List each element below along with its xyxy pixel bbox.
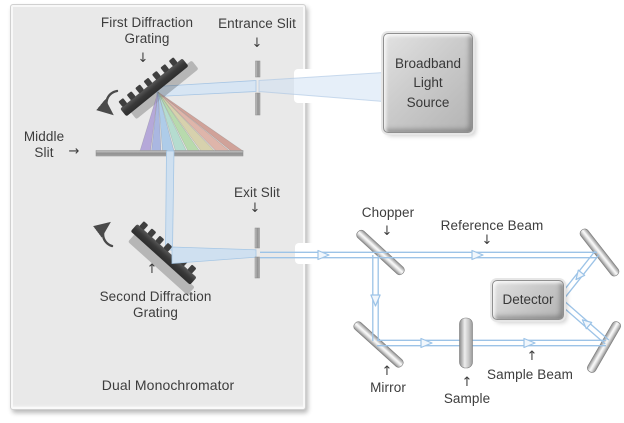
reference-beam-pointer-icon: ↓ [481,233,493,248]
rotation-arrow-first-grating-icon [96,89,119,116]
entrance-slit [255,60,261,116]
first-grating-pointer-icon: ↓ [137,51,149,66]
exit-slit-pointer-icon: ↓ [249,201,261,216]
beam-lines [260,250,610,347]
grating-teeth [118,57,178,107]
sample-pointer-icon: ↑ [461,375,473,390]
first-grating-label: First Diffraction Grating [100,15,194,46]
spectrum-fan [139,91,244,152]
entrance-slit-pointer-icon: ↓ [251,36,263,51]
mirror-top-right [579,228,620,277]
beam-arrowheads [317,249,593,349]
mirror-bottom-right [587,321,621,373]
exit-slit [254,227,260,279]
detector-box: Detector [492,280,564,320]
middle-slit-pointer-icon: → [68,144,80,159]
exit-beam-cone [171,246,257,264]
reference-beam-label: Reference Beam [440,218,544,233]
rotation-arrow-second-grating-icon [93,221,114,248]
mirror-label: Mirror [370,380,406,395]
broadband-light-source-box: Broadband Light Source [383,33,473,133]
sample-label: Sample [443,391,491,406]
exit-notch [295,243,317,264]
sample-beam-label: Sample Beam [487,367,573,382]
mirror-pointer-icon: ↑ [381,364,393,379]
dual-monochromator-label: Dual Monochromator [101,377,235,393]
source-beam-cone [258,71,384,103]
fold-mirror [353,321,404,368]
chopper-label: Chopper [361,205,415,220]
middle-beam [165,150,175,251]
broadband-light-source-label: Broadband Light Source [394,55,462,110]
chopper-pointer-icon: ↓ [381,224,393,239]
middle-slit-label: Middle Slit [23,129,65,160]
second-grating-label: Second Diffraction Grating [99,289,212,320]
first-diffraction-grating [118,57,198,119]
exit-slit-label: Exit Slit [234,185,280,200]
entrance-slit-label: Entrance Slit [218,16,296,31]
sample-beam-pointer-icon: ↑ [526,349,538,364]
sample-cell [459,317,473,369]
second-grating-pointer-icon: ↑ [146,262,158,277]
second-diffraction-grating [128,221,196,295]
detector-label: Detector [502,292,554,308]
